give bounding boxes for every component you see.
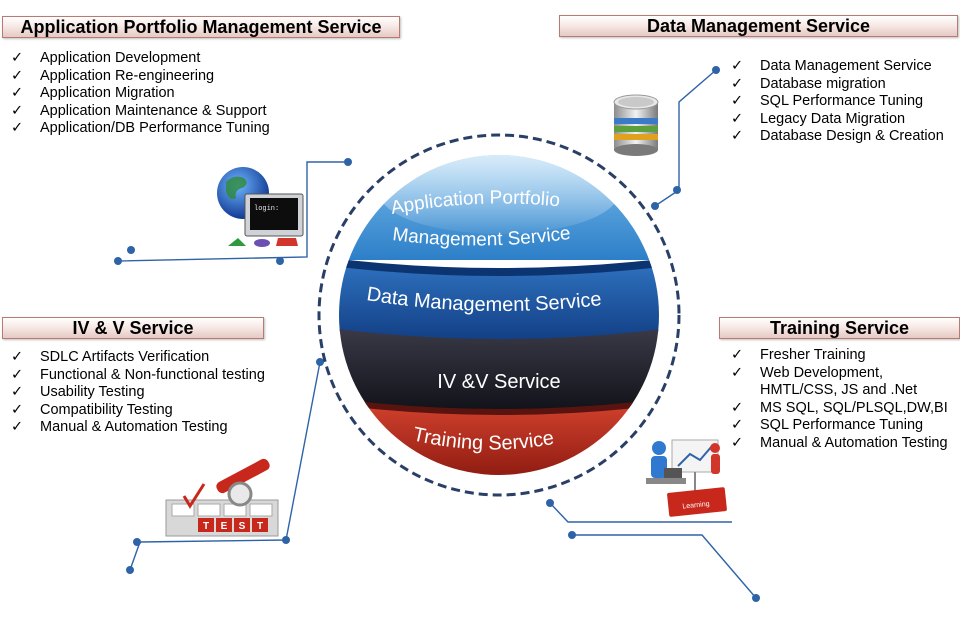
training-list: ✓Fresher Training ✓Web Development, HMTL… — [731, 347, 948, 453]
list-item: ✓SDLC Artifacts Verification — [11, 349, 210, 365]
connector-apm — [117, 161, 348, 262]
test-key-e: E — [221, 521, 228, 532]
check-icon: ✓ — [731, 364, 744, 381]
list-item: ✓Database Design & Creation — [731, 128, 944, 145]
list-item: ✓Legacy Data Migration — [731, 110, 906, 127]
training-presenter-icon: Learning — [646, 439, 727, 517]
list-item: ✓Manual & Automation Testing — [731, 434, 948, 451]
check-icon: ✓ — [11, 120, 24, 137]
list-item: ✓Manual & Automation Testing — [11, 419, 228, 436]
list-item: ✓Application Re-engineering — [11, 67, 215, 84]
list-item: ✓Database migration — [731, 75, 886, 92]
training-header: Training Service — [719, 317, 960, 339]
list-item: ✓Usability Testing — [11, 384, 145, 401]
list-item: ✓SQL Performance Tuning — [731, 93, 924, 110]
test-magnifier-icon: T E S T — [165, 458, 279, 537]
ivv-list: ✓SDLC Artifacts Verification ✓Functional… — [11, 349, 265, 437]
connector-lines — [117, 69, 757, 599]
ivv-header: IV & V Service — [2, 317, 264, 339]
list-item: ✓Fresher Training — [731, 347, 866, 363]
check-icon: ✓ — [731, 128, 744, 145]
test-key-s: S — [239, 521, 246, 532]
test-key-t2: T — [257, 521, 263, 532]
list-item: ✓Application Maintenance & Support — [11, 102, 267, 119]
check-icon: ✓ — [731, 434, 744, 451]
band-data-management — [339, 262, 659, 341]
list-item: ✓Functional & Non-functional testing — [11, 366, 265, 383]
list-item: ✓Application/DB Performance Tuning — [11, 120, 270, 137]
data-management-header: Data Management Service — [559, 15, 958, 37]
check-icon: ✓ — [731, 110, 744, 127]
test-key-t1: T — [203, 521, 209, 532]
globe-shine — [379, 155, 619, 234]
check-icon: ✓ — [11, 102, 24, 119]
list-item: ✓Data Management Service — [731, 58, 932, 74]
list-item: ✓Web Development, HMTL/CSS, JS and .Net — [731, 364, 918, 399]
list-item: ✓Compatibility Testing — [11, 401, 173, 418]
check-icon: ✓ — [11, 67, 24, 84]
check-icon: ✓ — [731, 347, 744, 363]
app-portfolio-list: ✓Application Development ✓Application Re… — [11, 50, 270, 138]
check-icon: ✓ — [11, 85, 24, 102]
check-icon: ✓ — [11, 384, 24, 401]
check-icon: ✓ — [731, 399, 744, 416]
list-item: ✓Application Development — [11, 50, 201, 66]
database-icon — [613, 94, 659, 156]
check-icon: ✓ — [731, 75, 744, 92]
connector-dots — [114, 66, 760, 602]
globe-computer-icon: login: — [217, 167, 304, 247]
app-portfolio-header: Application Portfolio Management Service — [2, 16, 400, 38]
list-item: ✓MS SQL, SQL/PLSQL,DW,BI — [731, 399, 948, 416]
band3-label: IV &V Service — [437, 371, 560, 393]
check-icon: ✓ — [11, 50, 24, 66]
learning-text: Learning — [682, 501, 710, 511]
check-icon: ✓ — [11, 401, 24, 418]
check-icon: ✓ — [731, 417, 744, 434]
check-icon: ✓ — [11, 349, 24, 365]
list-item: ✓SQL Performance Tuning — [731, 417, 924, 434]
check-icon: ✓ — [731, 58, 744, 74]
list-item: ✓Application Migration — [11, 85, 175, 102]
globe-dashed-ring — [317, 133, 681, 497]
connector-training — [549, 502, 732, 523]
check-icon: ✓ — [731, 93, 744, 110]
check-icon: ✓ — [11, 366, 24, 383]
check-icon: ✓ — [11, 419, 24, 436]
connector-dms — [654, 69, 717, 207]
login-text: login: — [254, 205, 279, 213]
data-management-list: ✓Data Management Service ✓Database migra… — [731, 58, 944, 146]
connector-training-2 — [572, 534, 757, 599]
band-ivv — [339, 328, 659, 413]
connector-ivv — [129, 361, 321, 571]
